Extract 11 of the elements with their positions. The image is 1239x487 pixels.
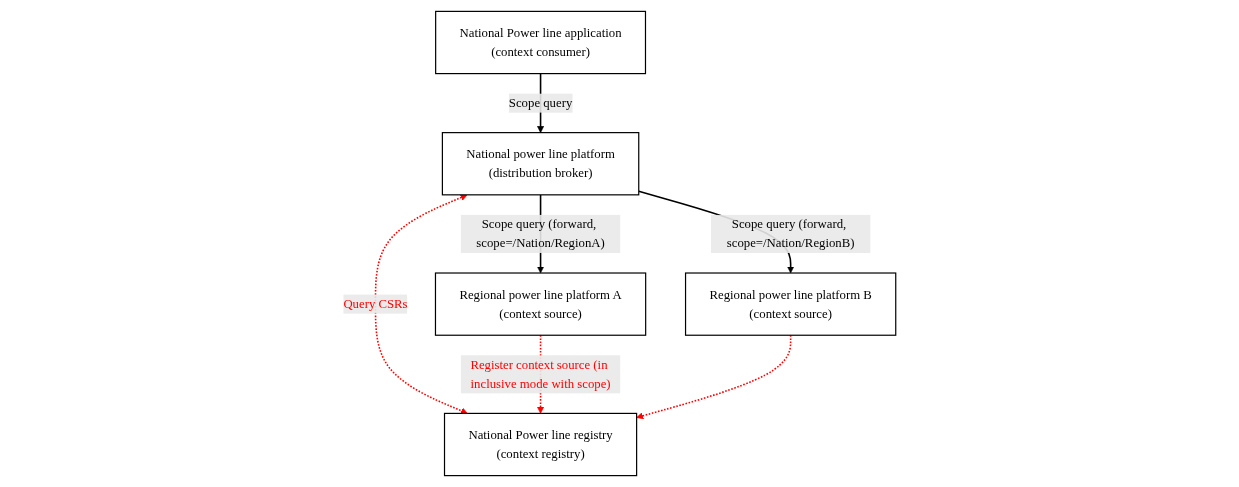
node-box: National Power line application (context consumer) — [435, 10, 646, 75]
edge-label: Scope query (forward, scope=/Nation/RegionB) — [726, 217, 855, 250]
arrow — [374, 194, 468, 415]
node-box: Regional power line platform B (context source) — [684, 272, 897, 336]
node-box: Regional power line platform A (context source) — [434, 272, 647, 336]
edge-label: Register context source (in inclusive mode with scope) — [470, 357, 611, 391]
edge-label: Scope query — [508, 95, 573, 110]
node-box: National Power line registry (context registry) — [443, 412, 638, 477]
edge-label: Scope query (forward, scope=/Nation/RegionA) — [476, 217, 605, 250]
node-box: National power line platform (distribution broker) — [441, 132, 640, 196]
edge-label: Query CSRs — [343, 296, 408, 311]
